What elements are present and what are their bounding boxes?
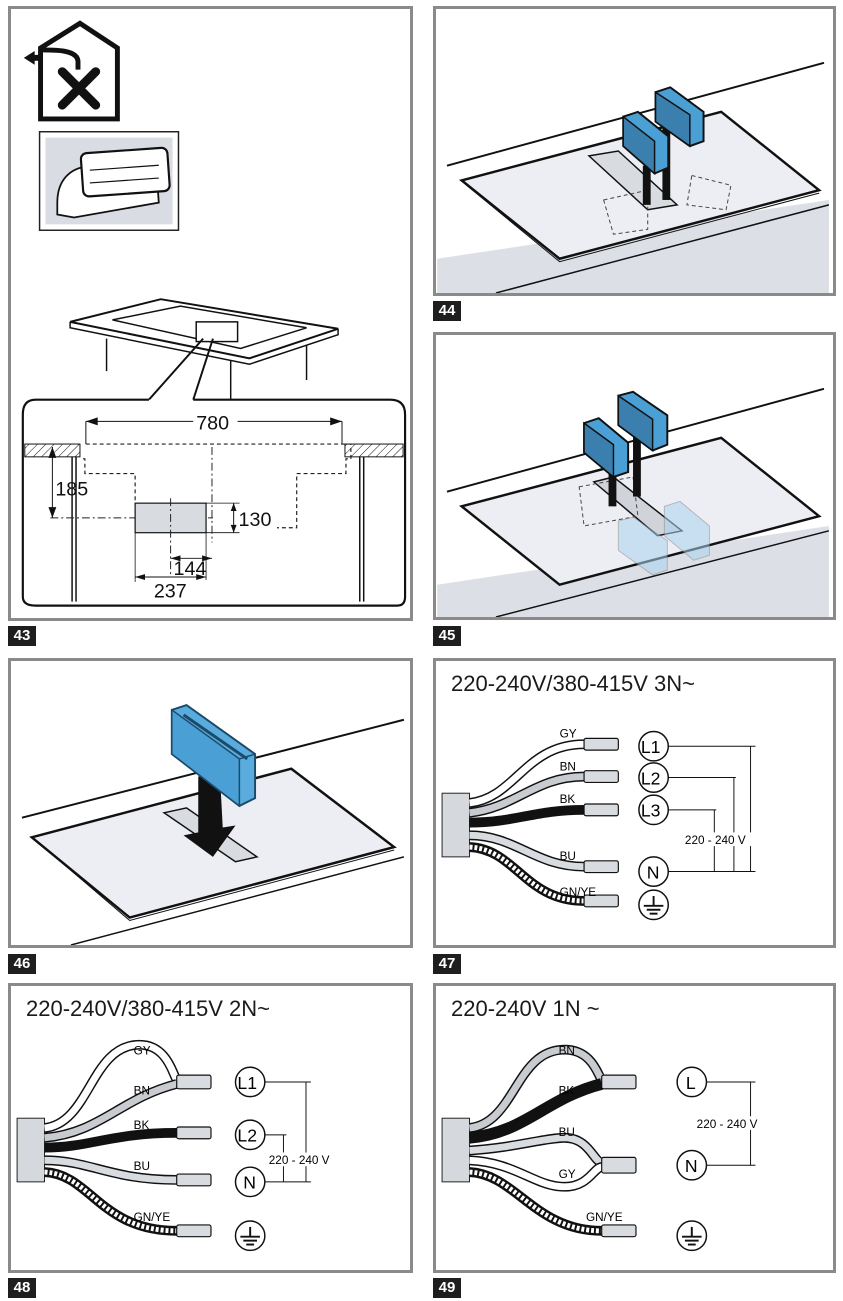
wire-label-bu: BU xyxy=(559,1126,575,1139)
wire-label-bn: BN xyxy=(559,1045,575,1058)
terminal-l1: L1 xyxy=(237,1073,257,1093)
terminal-l3: L3 xyxy=(641,801,661,821)
dimension-780: 780 xyxy=(196,412,229,434)
dimension-237: 237 xyxy=(154,581,187,603)
terminal-l1: L1 xyxy=(641,737,661,757)
figure-number-47: 47 xyxy=(433,954,461,974)
voltage-label: 220 - 240 V xyxy=(269,1154,330,1167)
figure-43-panel: 780 185 130 144 237 xyxy=(8,6,413,621)
wire-label-bn: BN xyxy=(560,761,576,774)
figure-46-panel xyxy=(8,658,413,948)
insert-down-arrow xyxy=(183,772,236,857)
grease-filter-1 xyxy=(622,110,670,176)
flat-duct-elbow-icon xyxy=(38,130,180,231)
wire-label-bu: BU xyxy=(134,1160,150,1173)
wire-label-gy: GY xyxy=(560,727,577,740)
figure-number-48: 48 xyxy=(8,1278,36,1298)
terminal-n: N xyxy=(243,1173,256,1193)
duct-installation-diagram: 780 185 130 144 237 xyxy=(21,20,407,607)
wire-label-bn: BN xyxy=(134,1085,150,1098)
figure-number-43: 43 xyxy=(8,626,36,646)
terminal-n: N xyxy=(685,1156,698,1176)
wire-label-bk: BK xyxy=(559,1085,575,1098)
figure-48-title: 220-240V/380-415V 2N~ xyxy=(26,996,271,1021)
figure-48-panel: 220-240V/380-415V 2N~ GY BN BK BU GN/YE … xyxy=(8,983,413,1273)
wiring-diagram-3n: GY BN BK BU GN/YE L1 L2 L3 N 220 - 240 V xyxy=(441,727,756,921)
terminal-l2: L2 xyxy=(641,768,661,788)
figure-47-title: 220-240V/380-415V 3N~ xyxy=(451,671,696,696)
figure-47-panel: 220-240V/380-415V 3N~ GY BN BK BU GN/YE … xyxy=(433,658,836,948)
grease-filter-2 xyxy=(617,390,669,453)
wire-label-gnye: GN/YE xyxy=(560,886,597,899)
grease-filters-diagram xyxy=(437,61,830,293)
figure-number-46: 46 xyxy=(8,954,36,974)
earth-icon xyxy=(681,1226,702,1246)
voltage-label: 220 - 240 V xyxy=(697,1118,758,1131)
grease-filter-2 xyxy=(654,86,705,148)
figure-49-panel: 220-240V 1N ~ BN BK BU GY GN/YE L N xyxy=(433,983,836,1273)
wire-label-gy: GY xyxy=(134,1045,151,1058)
earth-icon xyxy=(643,896,664,915)
wire-label-bk: BK xyxy=(560,793,576,806)
figure-number-49: 49 xyxy=(433,1278,461,1298)
terminal-l: L xyxy=(686,1073,696,1093)
wiring-diagram-2n: GY BN BK BU GN/YE L1 L2 N 220 - 240 V xyxy=(16,1039,340,1252)
wiring-diagram-1n: BN BK BU GY GN/YE L N 220 - 240 V xyxy=(441,1045,765,1252)
dimension-144: 144 xyxy=(174,558,207,580)
figure-49-title: 220-240V 1N ~ xyxy=(451,996,600,1021)
wire-label-bu: BU xyxy=(560,850,576,863)
terminal-l2: L2 xyxy=(237,1126,257,1146)
voltage-label: 220 - 240 V xyxy=(685,834,746,847)
filter-cassette-diagram xyxy=(21,703,405,945)
wire-label-gnye: GN/YE xyxy=(134,1211,171,1224)
figure-number-45: 45 xyxy=(433,626,461,646)
earth-icon xyxy=(240,1226,260,1246)
terminal-n: N xyxy=(647,862,660,882)
filter-insertion-diagram xyxy=(437,387,830,617)
dimension-callout xyxy=(21,398,407,607)
wire-label-gy: GY xyxy=(559,1168,576,1181)
ghost-filters xyxy=(617,500,710,576)
figure-number-44: 44 xyxy=(433,301,461,321)
figure-45-panel xyxy=(433,332,836,620)
wire-label-gnye: GN/YE xyxy=(586,1211,623,1224)
worktop-drawing xyxy=(69,298,339,401)
figure-44-panel xyxy=(433,6,836,296)
grease-filter-1 xyxy=(583,417,630,479)
wire-label-bk: BK xyxy=(134,1119,150,1132)
no-exhaust-air-house-icon xyxy=(23,20,120,122)
filter-cassette xyxy=(170,703,257,808)
dimension-185: 185 xyxy=(55,478,88,500)
dimension-130: 130 xyxy=(239,509,272,531)
